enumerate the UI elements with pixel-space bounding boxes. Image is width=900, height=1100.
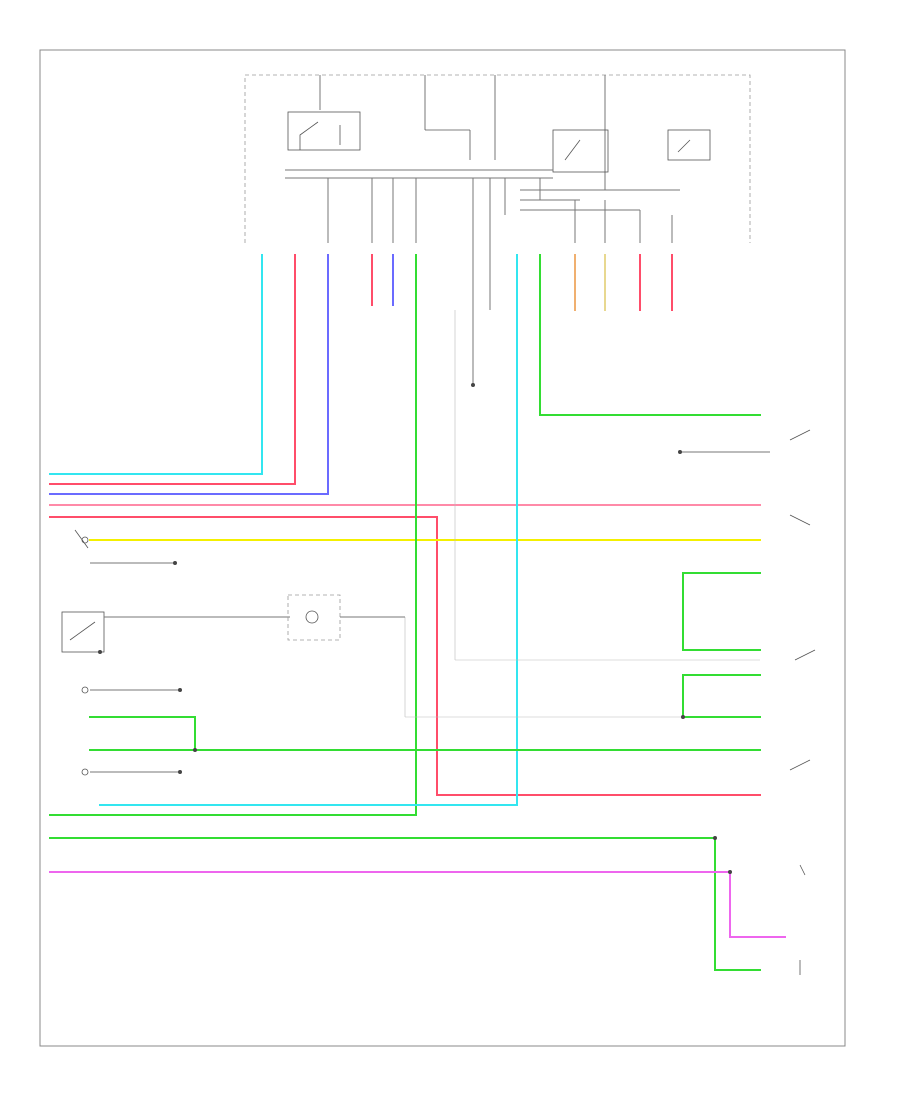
relay-left [287, 111, 361, 151]
diagram-border [39, 49, 846, 1047]
wire-green-switch-a [89, 716, 196, 751]
connector-stubs [371, 254, 673, 311]
thin-signal-lines [404, 310, 760, 718]
relay-right-b [667, 129, 711, 161]
switch-right-door [789, 514, 811, 526]
horn-component [287, 594, 405, 641]
horn-switch-box [61, 611, 290, 654]
wire-light-blue-long [99, 254, 518, 806]
wire-green-top-right [539, 254, 761, 416]
wire-violet-bottom [49, 871, 786, 938]
module-pin-drops [327, 178, 673, 310]
switch-right-mid [794, 649, 816, 661]
wire-light-blue-left [49, 254, 263, 475]
junction-dots [193, 383, 732, 874]
door-switch-top-left [74, 529, 177, 565]
switch-lower-left-b [81, 768, 182, 776]
switch-right-bottom [799, 864, 806, 975]
switch-lower-left-a [81, 686, 182, 694]
control-module-outline [244, 74, 751, 243]
wire-red-left [49, 254, 296, 485]
switch-right-lower [789, 759, 811, 771]
wire-green-bottom [49, 837, 761, 971]
switch-right-top [678, 429, 811, 454]
wire-green-long [49, 254, 417, 816]
wire-blue-left [49, 254, 329, 495]
internal-bus [285, 169, 680, 211]
wire-green-loop-right [682, 572, 761, 718]
wire-red-horizontal [49, 516, 761, 796]
relay-right-a [552, 129, 609, 173]
relay-center [425, 129, 471, 160]
power-feed-lines [319, 75, 606, 190]
